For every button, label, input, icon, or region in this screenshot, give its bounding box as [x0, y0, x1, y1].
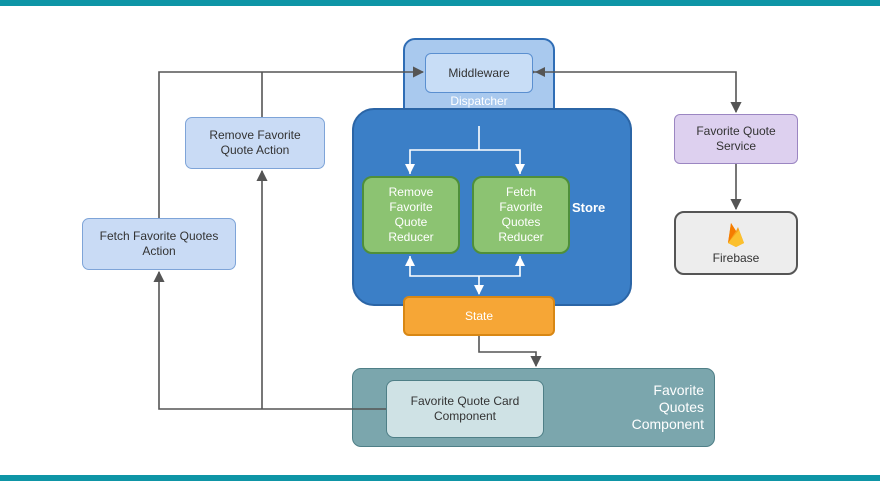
fetch-favorite-quotes-reducer-node: Fetch Favorite Quotes Reducer — [472, 176, 570, 254]
arrow-card-to-actions — [153, 270, 386, 410]
favorite-quotes-component-label: Favorite Quotes Component — [631, 382, 704, 432]
arrow-state-to-component — [478, 336, 542, 368]
arrow-dispatcher-to-reducers — [409, 126, 521, 174]
state-label: State — [464, 308, 494, 323]
fetch-action-label: Fetch Favorite Quotes Action — [99, 229, 219, 258]
firebase-label: Firebase — [712, 251, 760, 265]
firebase-node: Firebase — [674, 211, 798, 275]
middleware-label: Middleware — [448, 65, 510, 80]
middleware-node: Middleware — [425, 53, 533, 93]
state-node: State — [403, 296, 555, 336]
dispatcher-label: Dispatcher — [450, 94, 508, 108]
favorite-quote-service-node: Favorite Quote Service — [674, 114, 798, 164]
store-label: Store — [572, 200, 606, 215]
arrow-actions-to-middleware — [158, 66, 425, 218]
remove-favorite-quote-reducer-node: Remove Favorite Quote Reducer — [362, 176, 460, 254]
top-accent-bar — [0, 0, 880, 6]
arrow-middleware-service — [524, 66, 742, 114]
bottom-accent-bar — [0, 475, 880, 481]
fetch-reducer-label: Fetch Favorite Quotes Reducer — [498, 185, 544, 244]
fetch-favorite-quotes-action-node: Fetch Favorite Quotes Action — [82, 218, 236, 270]
remove-favorite-quote-action-node: Remove Favorite Quote Action — [185, 117, 325, 169]
remove-reducer-label: Remove Favorite Quote Reducer — [388, 185, 434, 244]
card-component-label: Favorite Quote Card Component — [410, 394, 520, 423]
favorite-quote-card-component-node: Favorite Quote Card Component — [386, 380, 544, 438]
firebase-flame-icon — [728, 223, 744, 247]
remove-action-label: Remove Favorite Quote Action — [209, 128, 301, 157]
service-label: Favorite Quote Service — [696, 124, 776, 153]
arrow-reducers-state — [409, 256, 521, 294]
